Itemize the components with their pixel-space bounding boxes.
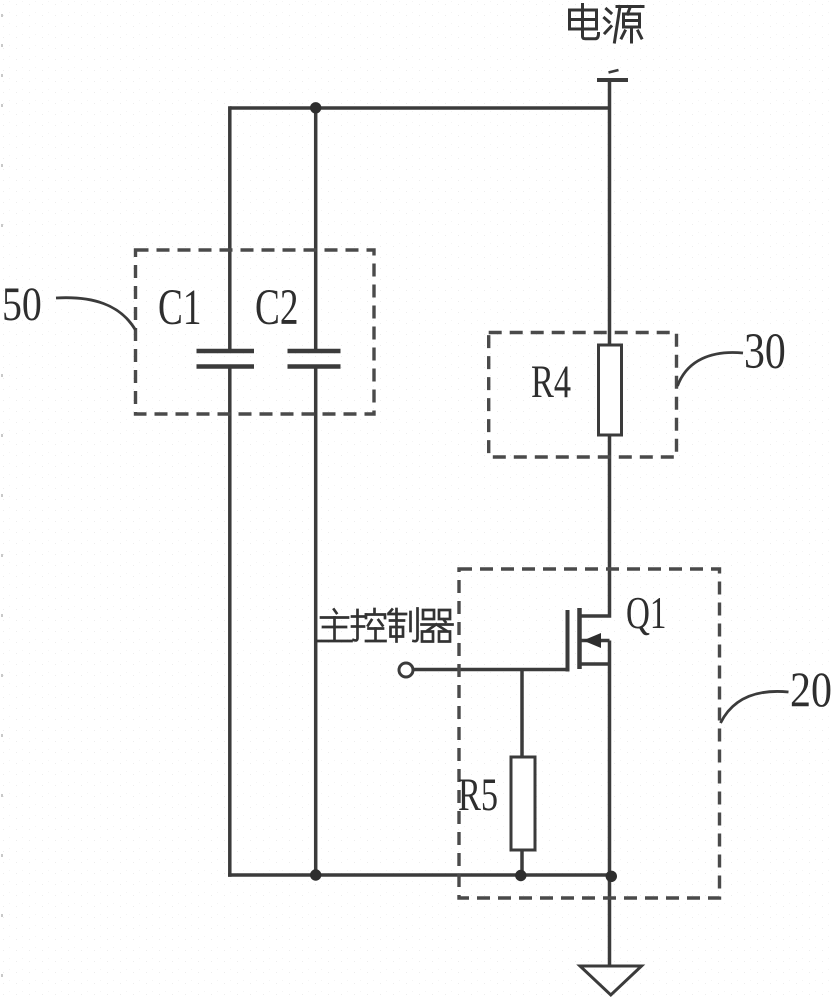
svg-text:R5: R5 xyxy=(458,768,498,821)
svg-text:30: 30 xyxy=(744,323,786,380)
svg-text:R4: R4 xyxy=(531,355,571,408)
svg-text:50: 50 xyxy=(2,278,42,331)
svg-text:Q1: Q1 xyxy=(626,587,666,639)
svg-text:C2: C2 xyxy=(255,278,298,335)
svg-text:20: 20 xyxy=(790,662,832,717)
svg-text:C1: C1 xyxy=(158,278,201,335)
